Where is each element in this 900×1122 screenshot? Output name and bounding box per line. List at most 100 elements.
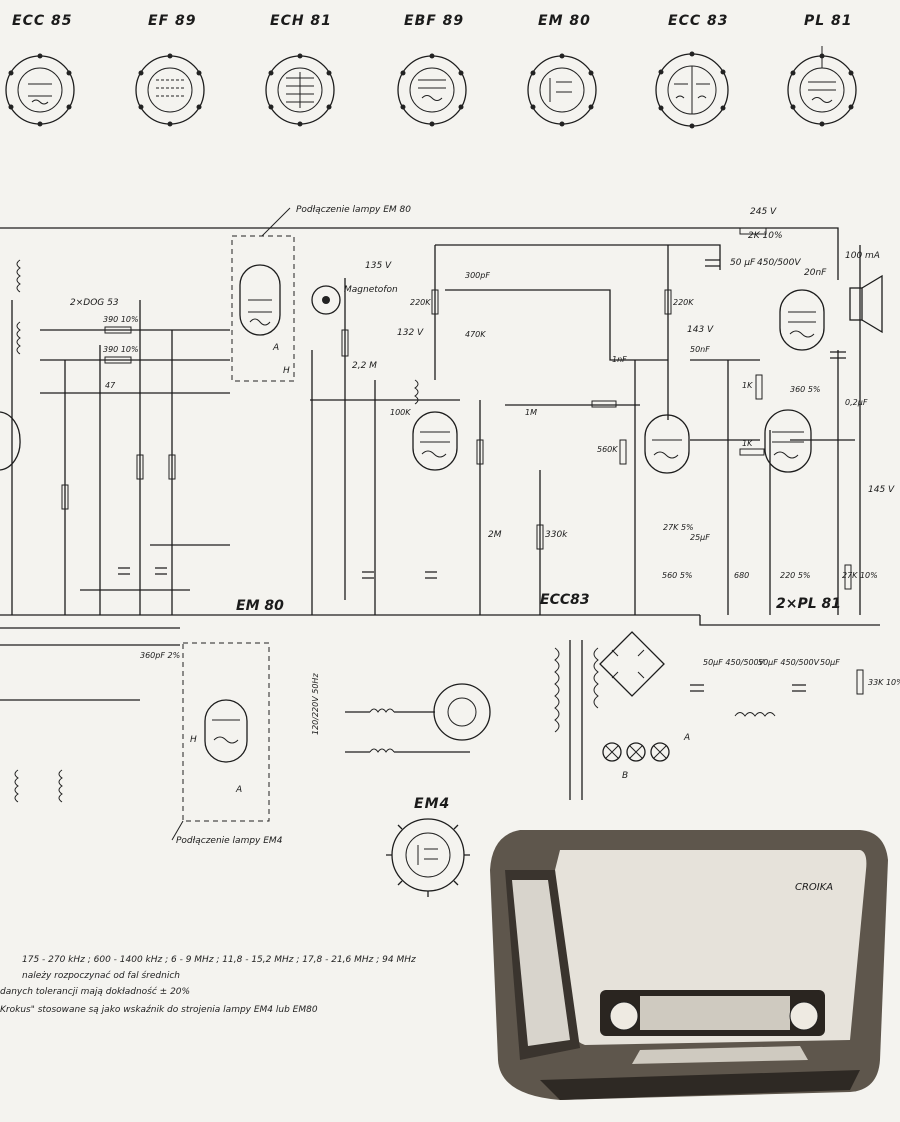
tube-label-ecc83: ECC 83 (668, 13, 728, 29)
tube-symbol-ebf89 (412, 411, 458, 471)
label-2k-resistor: 2K 10% (748, 231, 783, 241)
label-2m: 2M (488, 530, 502, 540)
rectifier-bridge-icon (599, 631, 665, 697)
label-magnetofon: Magnetofon (344, 285, 398, 295)
tube-base-socket-icon (655, 51, 729, 129)
label-145v: 145 V (868, 485, 895, 495)
em80-connection-label: Podłączenie lampy EM 80 (296, 205, 411, 215)
note-tolerance: danych tolerancji mają dokładność ± 20% (0, 986, 190, 997)
note-start-medium-wave: należy rozpoczynać od fal średnich (22, 970, 180, 981)
label-r390-a: 390 10% (103, 315, 139, 324)
section-label-2xpl81: 2×PL 81 (776, 596, 841, 612)
label-33k: 33K 10% (868, 678, 900, 687)
notes-block: 175 - 270 kHz ; 600 - 1400 kHz ; 6 - 9 M… (0, 955, 416, 1015)
tube-base-socket-icon (135, 53, 205, 127)
label-450-500v: 450/500V (757, 258, 801, 268)
tube-symbol-ecc83 (644, 414, 690, 474)
label-0-2uf: 0,2μF (845, 398, 868, 407)
note-tuning-indicator: Krokus" stosowane są jako wskaźnik do st… (0, 1005, 318, 1015)
radio-photo: CROIKA (490, 830, 888, 1100)
label-470k: 470K (465, 330, 486, 339)
em4-connection-label: Podłączenie lampy EM4 (176, 836, 283, 846)
label-560k: 560K (597, 445, 618, 454)
schematic-resistors (61, 227, 864, 695)
section-label-em80: EM 80 (236, 598, 284, 614)
label-143v: 143 V (687, 325, 714, 335)
schematic-labels: 245 V 2K 10% 50 μF 450/500V 20nF 100 mA … (70, 207, 900, 795)
label-245v: 245 V (750, 207, 777, 217)
tube-base-row: ECC 85 EF 89 ECH 81 EBF 89 EM 80 ECC 83 … (5, 13, 857, 129)
rf-coils-icon (0, 259, 419, 803)
radio-brand-label: CROIKA (795, 882, 833, 893)
label-360: 360 5% (790, 385, 821, 394)
tube-label-ecc85: ECC 85 (12, 13, 72, 29)
tube-base-socket-icon (386, 818, 470, 897)
mains-choke-icon (345, 708, 776, 753)
tube-label-pl81: PL 81 (804, 13, 853, 29)
label-b-lamps: B (622, 771, 628, 781)
em80-connection-box: Podłączenie lampy EM 80 (231, 205, 411, 382)
label-330k: 330k (545, 530, 568, 540)
tube-base-socket-icon (5, 53, 75, 127)
label-1nf: 1nF (612, 355, 627, 364)
label-27k: 27K 10% (842, 571, 878, 580)
tube-base-socket-icon (397, 53, 467, 127)
label-300pf: 300pF (465, 271, 490, 280)
label-360pf: 360pF 2% (140, 651, 180, 660)
tube-base-socket-icon (527, 53, 597, 127)
label-r47: 47 (105, 381, 116, 390)
label-2-2m: 2,2 M (352, 361, 377, 371)
label-h-em80: H (283, 366, 290, 376)
label-a-right: A (683, 733, 690, 743)
label-50uf-top: 50 μF (730, 258, 756, 268)
tube-symbol-left-partial (0, 411, 21, 471)
tube-label-ef89: EF 89 (148, 13, 196, 29)
tube-symbol-em80 (239, 264, 281, 336)
voltage-selector-icon (433, 683, 491, 741)
label-220k-b: 220K (673, 298, 694, 307)
label-50nf: 50nF (690, 345, 710, 354)
tube-base-socket-icon (265, 53, 335, 127)
label-27k-5: 27K 5% (663, 523, 694, 532)
label-1k-b: 1K (742, 439, 753, 448)
speaker-icon (849, 274, 883, 334)
em4-label: EM4 (414, 796, 450, 812)
schematic-capacitors (118, 259, 846, 692)
em4-base: EM4 (386, 796, 470, 897)
label-220: 220 5% (780, 571, 811, 580)
label-50uf-c: 50μF (820, 658, 840, 667)
label-100ma: 100 mA (845, 251, 880, 261)
schematic-tubes (0, 264, 825, 763)
label-a-em4: A (235, 785, 242, 795)
label-1k-a: 1K (742, 381, 753, 390)
label-135v: 135 V (365, 261, 392, 271)
label-h-em4: H (190, 735, 197, 745)
tube-base-socket-icon (787, 46, 857, 127)
tube-symbol-pl81-upper (779, 289, 825, 351)
tube-label-em80: EM 80 (538, 13, 591, 29)
pilot-lamps-icon (602, 742, 670, 762)
label-50uf-a: 50μF 450/500V (703, 658, 765, 667)
label-20nf: 20nF (804, 268, 827, 278)
label-a-em80: A (272, 343, 279, 353)
label-132v: 132 V (397, 328, 424, 338)
label-r390-b: 390 10% (103, 345, 139, 354)
section-label-ecc83: ECC83 (540, 592, 590, 608)
label-220k-a: 220K (410, 298, 431, 307)
tube-symbol-pl81-lower (764, 409, 812, 473)
note-frequency-ranges: 175 - 270 kHz ; 600 - 1400 kHz ; 6 - 9 M… (22, 955, 416, 965)
label-50uf-b: 50μF 450/500V (758, 658, 820, 667)
em4-connection-box: Podłączenie lampy EM4 (171, 642, 283, 846)
label-2xdog53: 2×DOG 53 (70, 298, 119, 308)
power-transformer-icon (554, 640, 599, 800)
schematic-wiring (0, 227, 880, 629)
tube-label-ech81: ECH 81 (270, 13, 332, 29)
label-mains: 120/220V 50Hz (311, 673, 320, 735)
magnetofon-jack-icon (311, 285, 341, 315)
label-25uf: 25μF (690, 533, 710, 542)
label-680: 680 (734, 571, 749, 580)
tube-symbol-em4-detail (204, 699, 248, 763)
tube-label-ebf89: EBF 89 (404, 13, 464, 29)
label-1m: 1M (525, 408, 537, 417)
